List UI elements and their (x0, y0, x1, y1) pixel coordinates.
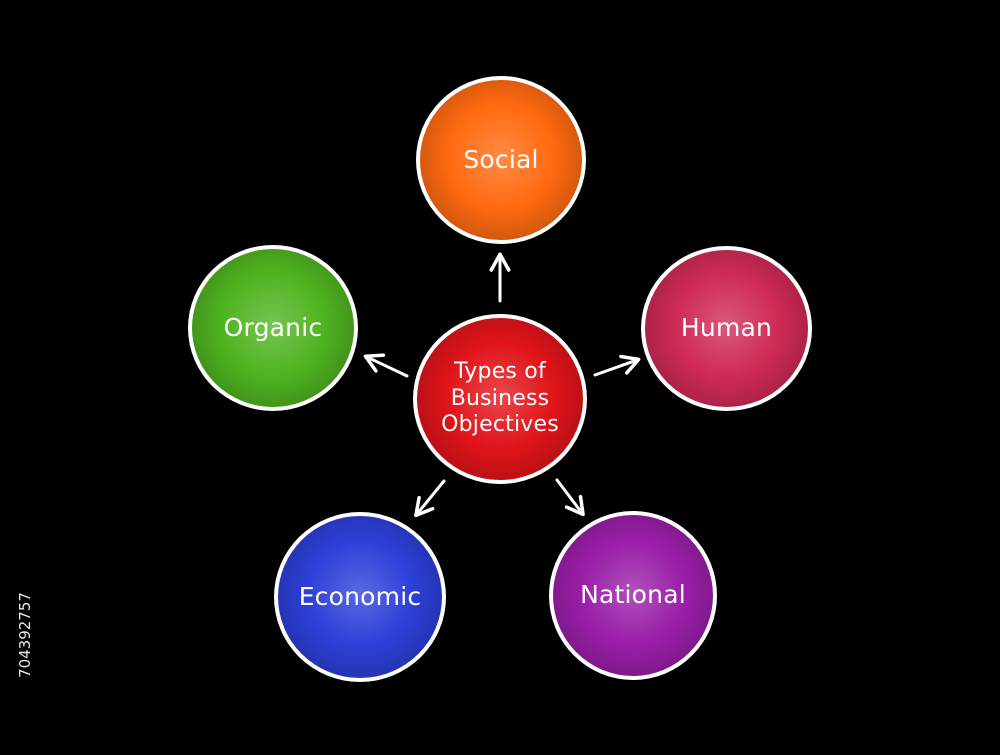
arrow-to-economic (414, 479, 446, 518)
arrow-to-national (555, 478, 585, 517)
node-economic-label: Economic (298, 581, 422, 611)
node-social: Social (416, 76, 586, 244)
arrow-to-human (593, 354, 641, 377)
node-human: Human (641, 246, 812, 411)
node-organic: Organic (188, 245, 358, 411)
node-national: National (549, 511, 717, 680)
center-node-label: Types of Business Objectives (441, 359, 559, 438)
node-human-label: Human (680, 313, 773, 343)
node-organic-label: Organic (223, 312, 323, 342)
stock-id-text: 704392757 (16, 592, 34, 678)
stock-id-watermark: 704392757 (10, 520, 40, 750)
center-node: Types of Business Objectives (413, 314, 587, 484)
node-social-label: Social (463, 144, 539, 174)
arrow-to-organic (363, 353, 409, 378)
node-national-label: National (580, 580, 686, 610)
node-economic: Economic (274, 512, 446, 682)
